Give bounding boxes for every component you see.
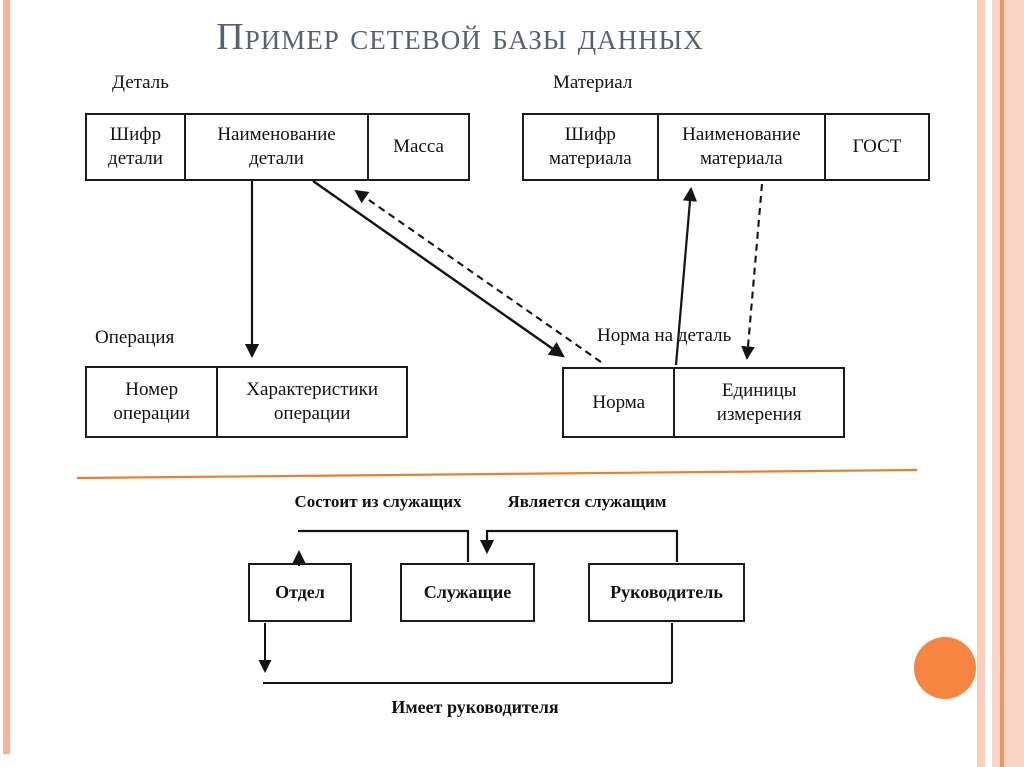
- table-material-cell-shifr: Шифр материала: [524, 115, 659, 179]
- entity-label-detail: Деталь: [112, 72, 169, 93]
- arrow-detail-to-norm-solid: [312, 180, 565, 358]
- bracket-is-employee: [479, 529, 679, 562]
- table-operation-cell-chars: Характеристики операции: [246, 379, 379, 424]
- entity-label-operation: Операция: [95, 327, 175, 348]
- section-divider-line: [76, 468, 918, 480]
- right-border-stripe: [977, 0, 985, 767]
- table-operation: Номер операции Характеристики операции: [85, 366, 408, 438]
- box-manager: Руководитель: [588, 563, 745, 622]
- orange-circle-decoration: [914, 637, 976, 699]
- table-detail-cell-name: Наименование детали: [186, 115, 370, 179]
- relation-label-consists-of: Состоит из служащих: [294, 492, 462, 511]
- table-detail-cell-mass: Масса: [393, 136, 444, 158]
- box-department: Отдел: [248, 563, 352, 622]
- table-operation-cell-number: Номер операции: [87, 368, 219, 436]
- table-material-cell-gost: ГОСТ: [852, 136, 902, 158]
- bracket-consists-of: [298, 529, 470, 562]
- arrow-norm-to-detail-dashed: [354, 189, 602, 363]
- slide-title: Пример сетевой базы данных: [216, 16, 704, 58]
- box-employees: Служащие: [400, 563, 535, 622]
- entity-label-material: Материал: [553, 72, 633, 93]
- table-detail: Шифр детали Наименование детали Масса: [85, 113, 470, 181]
- entity-label-norm: Норма на деталь: [597, 325, 732, 346]
- arrow-material-to-norm-dashed: [741, 183, 764, 361]
- table-material-cell-name: Наименование материала: [659, 115, 826, 179]
- right-side-panel: [992, 0, 1024, 767]
- left-border-stripe: [3, 0, 10, 754]
- right-panel-accent-line: [1000, 0, 1004, 767]
- table-norm-cell-units: Единицы измерения: [716, 379, 802, 425]
- table-norm-cell-norma: Норма: [564, 369, 676, 436]
- relation-label-has-manager: Имеет руководителя: [391, 697, 559, 717]
- table-norm: Норма Единицы измерения: [562, 367, 845, 438]
- table-detail-cell-shifr: Шифр детали: [87, 115, 186, 179]
- relation-label-is-employee: Является служащим: [507, 492, 667, 511]
- table-material: Шифр материала Наименование материала ГО…: [522, 113, 930, 181]
